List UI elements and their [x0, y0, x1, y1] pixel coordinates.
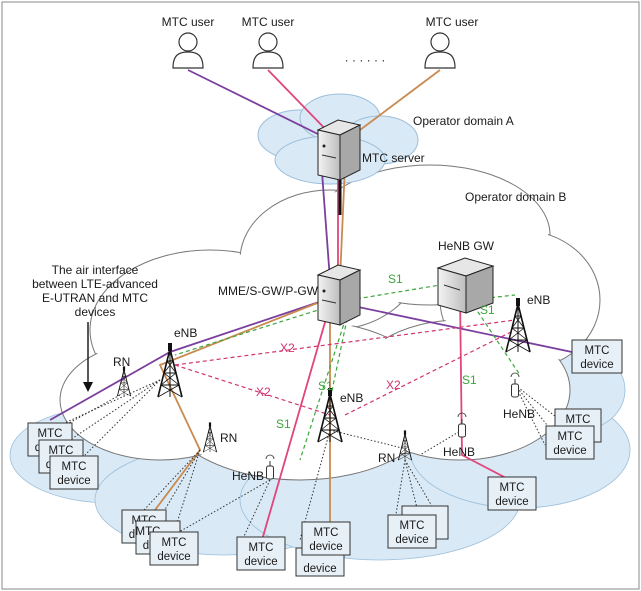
enb-left-label: eNB	[174, 326, 197, 340]
mtc-user-2: MTC user	[242, 15, 295, 69]
s1-label-1: S1	[388, 272, 403, 286]
svg-text:MTC: MTC	[314, 527, 339, 539]
device-single-far-right: MTC device	[571, 339, 623, 374]
svg-text:d: d	[143, 540, 149, 552]
svg-text:E-UTRAN and MTC: E-UTRAN and MTC	[42, 291, 148, 305]
svg-text:MTC: MTC	[500, 482, 525, 494]
x2-label-2: X2	[256, 385, 271, 399]
mtc-user-1: MTC user	[162, 15, 215, 69]
svg-text:device: device	[495, 496, 528, 508]
henb-right-label: HeNB	[443, 445, 475, 459]
x2-label-3: X2	[386, 378, 401, 392]
svg-text:d: d	[46, 459, 52, 471]
svg-text:MTC: MTC	[585, 345, 610, 357]
device-stack-right: MTC device MTC device	[545, 408, 602, 460]
enb-center-label: eNB	[340, 391, 363, 405]
svg-text:d: d	[35, 442, 41, 454]
device-single-bottom-center: MTC device	[236, 536, 286, 571]
x2-links	[174, 319, 516, 416]
mtc-user-3: MTC user	[424, 15, 479, 69]
s1-label-4: S1	[276, 417, 291, 431]
rn-left-label: RN	[113, 355, 130, 369]
operator-domain-a-label: Operator domain A	[413, 114, 514, 128]
s1-label-3: S1	[318, 379, 333, 393]
svg-text:device: device	[553, 445, 586, 457]
device-stack-left: MTC d MTC d MTC device	[27, 422, 99, 490]
operator-domain-b-label: Operator domain B	[465, 190, 566, 204]
rn-center-left-label: RN	[220, 431, 237, 445]
svg-text:device: device	[580, 359, 613, 371]
svg-text:device: device	[57, 475, 90, 487]
x2-label-1: X2	[280, 341, 295, 355]
device-stack-bottom-center: device MTC device	[295, 521, 351, 577]
svg-text:MTC user: MTC user	[242, 15, 295, 29]
svg-text:MTC: MTC	[162, 537, 187, 549]
svg-text:The air interface: The air interface	[52, 263, 139, 277]
henb-gw-icon	[436, 257, 495, 314]
svg-text:MTC: MTC	[400, 520, 425, 532]
svg-text:MTC: MTC	[566, 414, 591, 426]
mme-gateway-label: MME/S-GW/P-GW	[218, 284, 319, 298]
svg-text:device: device	[395, 534, 428, 546]
device-single-right-bottom: MTC device	[487, 476, 537, 511]
device-stack-bottom-right-center: MTC device	[387, 505, 449, 549]
svg-text:MTC user: MTC user	[162, 15, 215, 29]
svg-text:MTC: MTC	[249, 542, 274, 554]
s1-label-2: S1	[480, 303, 495, 317]
mme-gateway-icon	[316, 264, 362, 326]
svg-text:device: device	[309, 541, 342, 553]
svg-text:MTC: MTC	[38, 428, 63, 440]
air-links	[59, 379, 561, 546]
svg-text:MTC: MTC	[62, 461, 87, 473]
svg-text:device: device	[303, 563, 336, 575]
svg-text:d: d	[129, 529, 135, 541]
henb-center-label: HeNB	[232, 469, 264, 483]
enb-right-label: eNB	[527, 293, 550, 307]
svg-text:MTC: MTC	[49, 445, 74, 457]
s1-label-5: S1	[462, 373, 477, 387]
svg-text:MTC: MTC	[558, 431, 583, 443]
mtc-server-label: MTC server	[362, 151, 425, 165]
rn-center-right-label: RN	[378, 451, 395, 465]
users-ellipsis: · · · · · ·	[345, 53, 386, 67]
henb-gw-label: HeNB GW	[438, 239, 495, 253]
svg-text:MTC user: MTC user	[426, 15, 479, 29]
air-interface-annotation: The air interface between LTE-advanced E…	[32, 263, 158, 392]
henb-far-right-label: HeNB	[503, 407, 535, 421]
svg-text:device: device	[157, 551, 190, 563]
svg-text:between LTE-advanced: between LTE-advanced	[32, 277, 158, 291]
mtc-server-icon	[316, 119, 362, 181]
svg-text:device: device	[244, 556, 277, 568]
svg-text:devices: devices	[75, 305, 116, 319]
device-stack-bottom-left: MTC d MTC d MTC device	[121, 509, 199, 566]
